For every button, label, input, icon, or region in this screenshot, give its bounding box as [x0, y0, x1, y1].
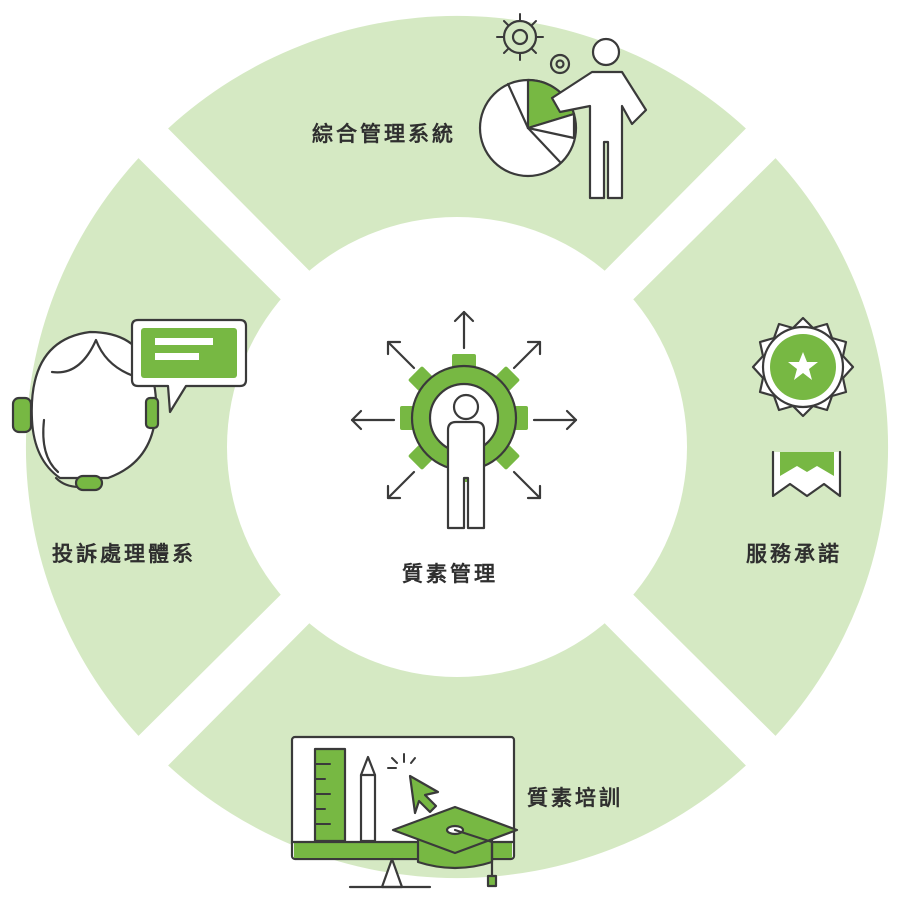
customer-service-headset-icon: [11, 318, 248, 492]
presentation-pie-chart-icon: [478, 13, 648, 200]
training-monitor-graduation-icon: [290, 735, 519, 889]
segment-right-label: 服務承諾: [746, 541, 842, 566]
segment-right: [591, 158, 889, 736]
segment-left: [25, 158, 323, 736]
segment-left-label: 投訴處理體系: [52, 541, 196, 566]
person-gear-arrows-icon: [350, 310, 578, 530]
segment-bottom-label: 質素培訓: [527, 785, 623, 810]
award-badge-icon: [751, 316, 855, 498]
segment-top-label: 綜合管理系統: [312, 121, 456, 146]
center-label: 質素管理: [402, 561, 498, 586]
